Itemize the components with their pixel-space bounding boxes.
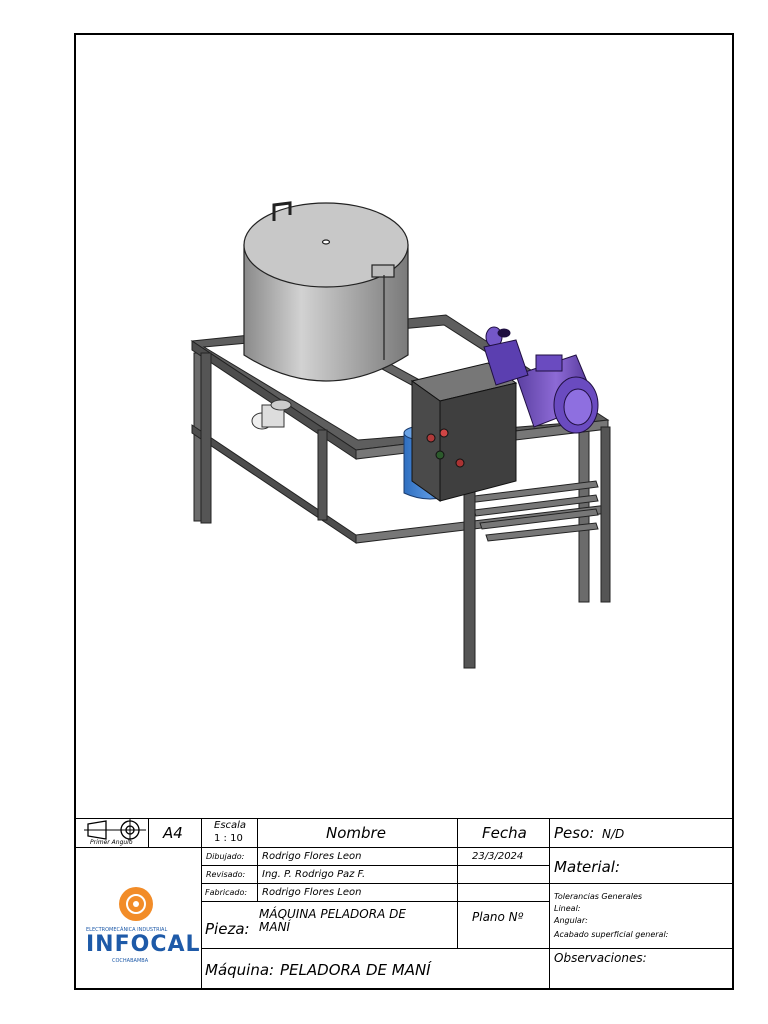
observations-cell: Observaciones:	[550, 949, 732, 989]
role-cell-3: Fabricado:	[202, 884, 258, 902]
outlet-pipe	[251, 399, 292, 430]
person-cell-2: Ing. P. Rodrigo Paz F.	[258, 866, 458, 884]
logo-city: COCHABAMBA	[112, 958, 149, 964]
person-name: Rodrigo Flores Leon	[262, 851, 362, 862]
projection-symbol-cell: Primer Angulo	[76, 819, 149, 848]
material-cell: Material:	[550, 848, 732, 884]
drawing-area	[76, 35, 732, 818]
name-header: Nombre	[326, 824, 386, 842]
peeling-drum	[243, 201, 409, 382]
date-cell-1: 23/3/2024	[458, 848, 550, 866]
piece-value: MÁQUINA PELADORA DE MANÍ	[259, 907, 406, 934]
scale-cell: Escala 1 : 10	[202, 819, 258, 848]
scale-value: 1 : 10	[214, 833, 243, 844]
plan-label: Plano Nº	[472, 910, 524, 924]
logo-small-text: ELECTROMECÁNICA INDUSTRIAL	[86, 927, 168, 933]
linear-label: Lineal:	[554, 904, 581, 913]
electric-motor	[483, 326, 599, 434]
piece-cell: Pieza: MÁQUINA PELADORA DE MANÍ	[202, 902, 458, 949]
role-label: Revisado:	[206, 870, 246, 879]
person-name: Ing. P. Rodrigo Paz F.	[262, 869, 366, 880]
machine-illustration	[190, 201, 611, 669]
weight-label: Peso:	[554, 824, 595, 842]
date-header: Fecha	[482, 824, 527, 842]
machine-value: PELADORA DE MANÍ	[280, 961, 431, 979]
infocal-logo	[119, 887, 153, 921]
date-header-cell: Fecha	[458, 819, 550, 848]
title-block: Primer Angulo A4 Escala 1 : 10 Nombre Fe…	[76, 818, 732, 989]
role-cell-1: Dibujado:	[202, 848, 258, 866]
scale-label: Escala	[214, 820, 247, 831]
date-cell-3	[458, 884, 550, 902]
control-box	[410, 362, 518, 502]
projection-label: Primer Angulo	[90, 839, 133, 846]
role-cell-2: Revisado:	[202, 866, 258, 884]
material-label: Material:	[554, 858, 620, 876]
plan-cell: Plano Nº	[458, 902, 550, 949]
finish-label: Acabado superficial general:	[554, 930, 669, 939]
first-angle-projection-icon	[84, 819, 146, 841]
logo-cell: ELECTROMECÁNICA INDUSTRIAL INFOCAL COCHA…	[76, 848, 202, 989]
sheet-size-cell: A4	[149, 819, 202, 848]
observations-label: Observaciones:	[554, 951, 647, 965]
logo-brand: INFOCAL	[86, 932, 201, 957]
date-cell-2	[458, 866, 550, 884]
person-cell-3: Rodrigo Flores Leon	[258, 884, 458, 902]
tolerances-cell: Tolerancias Generales Lineal: Angular: A…	[550, 884, 732, 949]
weight-cell: Peso: N/D	[550, 819, 732, 848]
name-header-cell: Nombre	[258, 819, 458, 848]
role-label: Dibujado:	[206, 852, 245, 861]
date-value: 23/3/2024	[472, 851, 524, 862]
piece-label: Pieza:	[205, 920, 250, 938]
weight-value: N/D	[602, 827, 625, 841]
tolerances-title: Tolerancias Generales	[554, 892, 643, 901]
machine-label: Máquina:	[205, 961, 275, 979]
drawing-sheet: Primer Angulo A4 Escala 1 : 10 Nombre Fe…	[74, 33, 734, 990]
person-name: Rodrigo Flores Leon	[262, 887, 362, 898]
person-cell-1: Rodrigo Flores Leon	[258, 848, 458, 866]
angular-label: Angular:	[554, 916, 588, 925]
machine-cell: Máquina: PELADORA DE MANÍ	[202, 949, 550, 989]
role-label: Fabricado:	[205, 888, 248, 897]
sheet-size: A4	[163, 824, 183, 842]
